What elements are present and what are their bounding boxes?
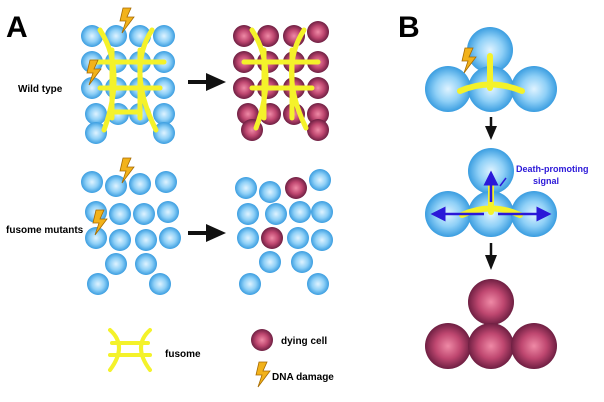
panel-b-letter: B (398, 11, 420, 44)
legend-dna-damage-label: DNA damage (272, 372, 334, 383)
dying-cell (468, 323, 514, 369)
lightning-bolt-icon (461, 47, 477, 74)
fusome-structure (241, 27, 321, 131)
panel-b-stage2 (425, 148, 557, 237)
panel-a-letter: A (6, 11, 28, 44)
mutant-healthy-cluster (81, 171, 181, 295)
lightning-bolt-icon (119, 157, 135, 184)
signal-label-line1: Death-promoting (516, 164, 589, 174)
wild-type-dying-cluster (233, 21, 329, 141)
dying-cell (261, 227, 283, 249)
legend-lightning-bolt-icon (255, 361, 271, 388)
legend-fusome-symbol (108, 328, 152, 372)
lightning-bolt-icon (92, 209, 108, 236)
panel-b-stage3 (425, 279, 557, 369)
fusome-mutants-label: fusome mutants (6, 225, 84, 236)
lightning-bolt-icon (86, 59, 102, 86)
arrow-right-icon (188, 73, 226, 91)
fusome-structure (457, 53, 525, 94)
wild-type-healthy-cluster (81, 25, 175, 144)
legend-dying-cell-label: dying cell (281, 336, 327, 347)
arrow-down-icon (485, 117, 497, 140)
panel-b-stage1 (425, 27, 557, 112)
arrow-down-icon (485, 243, 497, 270)
mutant-result-cluster (235, 169, 333, 295)
wild-type-label: Wild type (18, 84, 63, 95)
dying-cell (285, 177, 307, 199)
dying-cell (468, 279, 514, 325)
dying-cell (425, 323, 471, 369)
signal-label-line2: signal (533, 176, 559, 186)
fusome-structure (89, 27, 167, 133)
legend-dying-cell-symbol (251, 329, 273, 351)
dying-cell (511, 323, 557, 369)
death-signal-arrows (430, 170, 552, 222)
lightning-bolt-icon (119, 7, 135, 34)
arrow-right-icon (188, 224, 226, 242)
legend-fusome-label: fusome (165, 349, 201, 360)
